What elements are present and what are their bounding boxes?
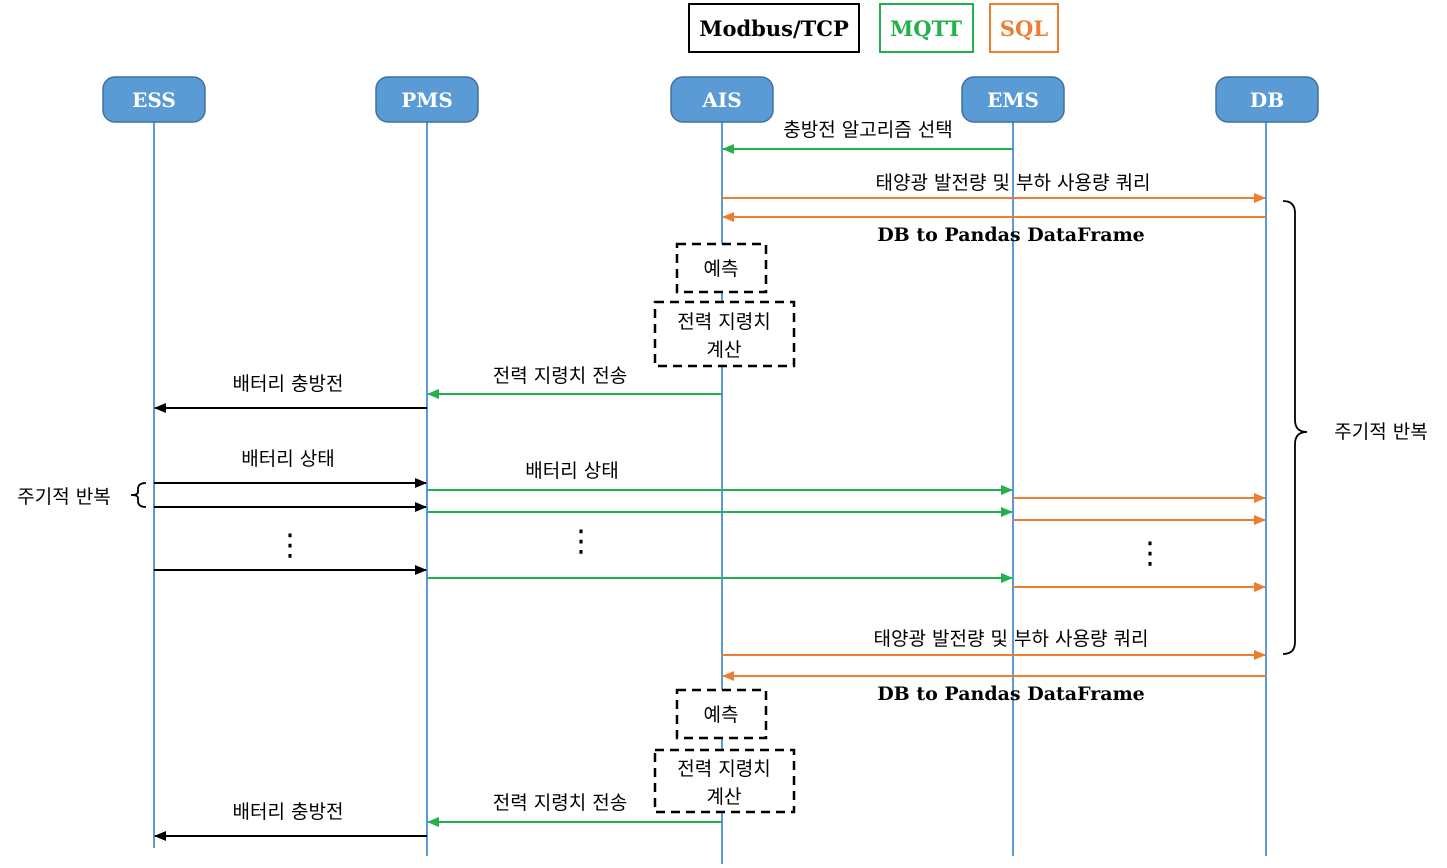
participant-ems-label: EMS [987, 88, 1039, 112]
msg-dataframe-1: DB to Pandas DataFrame [722, 212, 1266, 246]
legend-mqtt: MQTT [879, 3, 974, 53]
msg-battery-charge-2-label: 배터리 충방전 [233, 801, 344, 823]
participant-ess: ESS [102, 76, 206, 123]
legend-modbus: Modbus/TCP [688, 3, 860, 53]
predict-box-1-label: 예측 [704, 258, 739, 280]
msg-dataframe-1-label: DB to Pandas DataFrame [877, 224, 1145, 246]
msg-battery-charge-1-label: 배터리 충방전 [233, 373, 344, 395]
periodic-row-1 [154, 478, 1266, 503]
calc-box-1: 전력 지령치 계산 [653, 300, 796, 368]
legend-sql-label: SQL [1000, 16, 1048, 41]
msg-battery-charge-1: 배터리 충방전 [154, 373, 427, 413]
left-brace: 주기적 반복 [17, 482, 147, 508]
predict-box-2: 예측 [675, 688, 768, 740]
participant-ais-label: AIS [701, 88, 741, 112]
msg-query-1: 태양광 발전량 및 부하 사용량 쿼리 [722, 172, 1266, 203]
legend-sql: SQL [989, 3, 1059, 53]
msg-query-1-label: 태양광 발전량 및 부하 사용량 쿼리 [876, 172, 1151, 194]
msg-send-cmd-2: 전력 지령치 전송 [427, 792, 722, 827]
msg-query-2: 태양광 발전량 및 부하 사용량 쿼리 [722, 628, 1266, 660]
periodic-row-2 [154, 502, 1266, 525]
participant-db: DB [1215, 76, 1319, 123]
msg-send-cmd-1-label: 전력 지령치 전송 [493, 365, 627, 387]
calc-box-1-line2: 계산 [707, 339, 742, 361]
legend: Modbus/TCP MQTT SQL [688, 3, 1059, 53]
msg-send-cmd-2-label: 전력 지령치 전송 [493, 792, 627, 814]
calc-box-2: 전력 지령치 계산 [653, 748, 796, 814]
ellipsis-ess-pms: ⋮ [275, 528, 305, 563]
participant-ess-label: ESS [132, 88, 176, 112]
participant-ems: EMS [961, 76, 1065, 123]
msg-battery-state-pms-label: 배터리 상태 [241, 448, 334, 470]
participant-ais: AIS [670, 76, 774, 123]
right-brace: 주기적 반복 [1282, 200, 1428, 655]
calc-box-1-line1: 전력 지령치 [677, 311, 770, 333]
participant-pms-label: PMS [401, 88, 453, 112]
predict-box-1: 예측 [675, 242, 768, 294]
msg-send-cmd-1: 전력 지령치 전송 [427, 365, 722, 399]
msg-select-algorithm: 충방전 알고리즘 선택 [722, 119, 1013, 154]
legend-mqtt-label: MQTT [890, 16, 962, 41]
calc-box-2-line1: 전력 지령치 [677, 758, 770, 780]
periodic-row-n [154, 565, 1266, 592]
msg-dataframe-2: DB to Pandas DataFrame [722, 671, 1266, 705]
msg-dataframe-2-label: DB to Pandas DataFrame [877, 683, 1145, 705]
participants: ESS PMS AIS EMS DB [102, 76, 1319, 123]
right-brace-label: 주기적 반복 [1334, 421, 1427, 443]
calc-box-2-line2: 계산 [707, 786, 742, 808]
predict-box-2-label: 예측 [704, 704, 739, 726]
ellipsis-pms-ems: ⋮ [566, 524, 596, 559]
msg-battery-charge-2: 배터리 충방전 [154, 801, 427, 841]
legend-modbus-label: Modbus/TCP [699, 16, 849, 41]
msg-select-algorithm-label: 충방전 알고리즘 선택 [783, 119, 952, 141]
ellipsis-ems-db: ⋮ [1135, 536, 1165, 571]
left-brace-label: 주기적 반복 [17, 486, 110, 508]
participant-db-label: DB [1250, 88, 1284, 112]
msg-query-2-label: 태양광 발전량 및 부하 사용량 쿼리 [874, 628, 1149, 650]
participant-pms: PMS [375, 76, 479, 123]
msg-battery-state-ems-label: 배터리 상태 [525, 460, 618, 482]
